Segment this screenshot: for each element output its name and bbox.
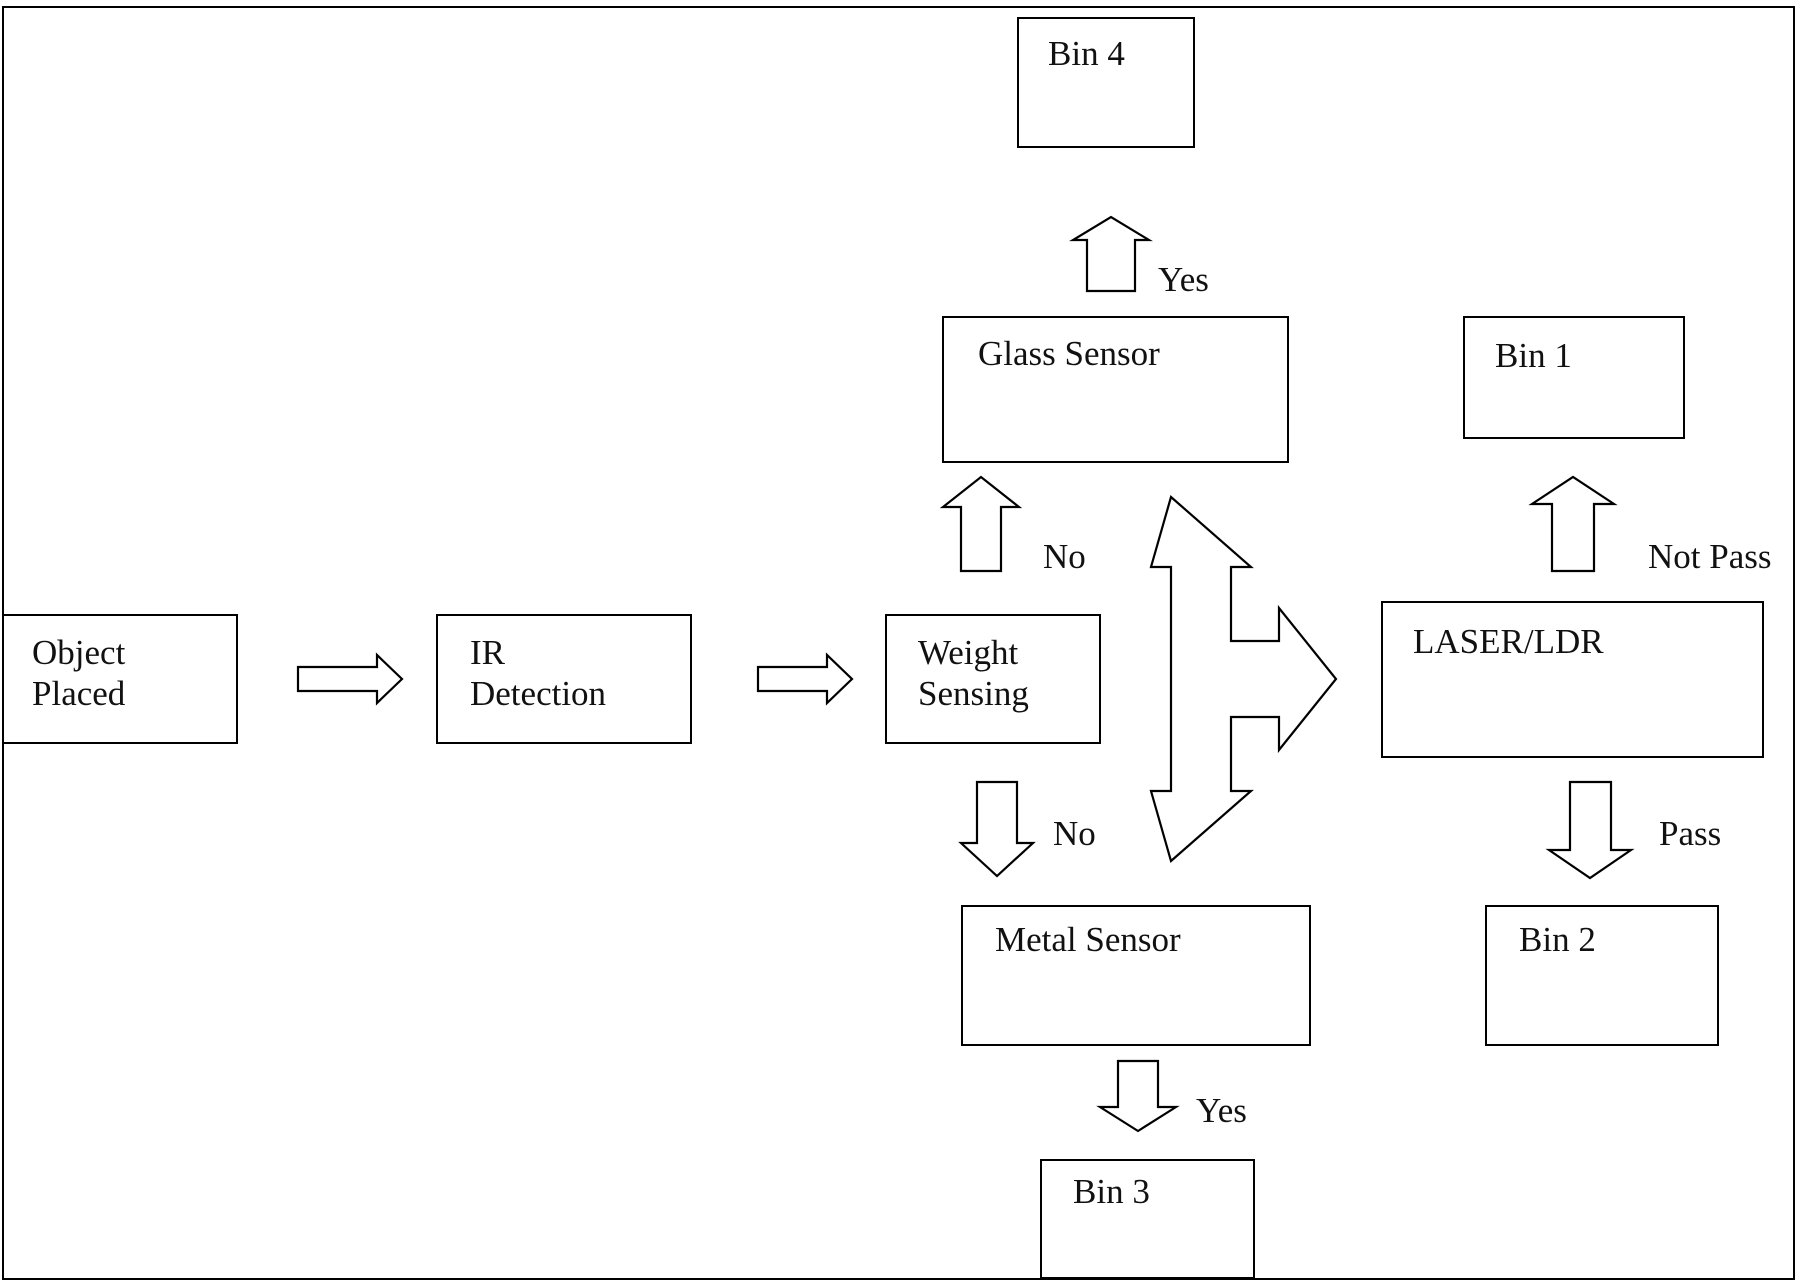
edge-label-weight-glass-no: No <box>1043 537 1086 576</box>
edge-label-weight-metal-no: No <box>1053 814 1096 853</box>
laser-ldr-label: LASER/LDR <box>1413 622 1604 661</box>
glass-sensor-label: Glass Sensor <box>978 334 1160 373</box>
arrow-hub-bidirectional <box>1149 495 1338 863</box>
arrow-weight-to-glass <box>939 475 1023 573</box>
laser-ldr-box: LASER/LDR <box>1381 601 1764 758</box>
metal-sensor-box: Metal Sensor <box>961 905 1311 1046</box>
bin2-label: Bin 2 <box>1519 920 1596 959</box>
bin3-label: Bin 3 <box>1073 1172 1150 1211</box>
edge-label-metal-yes: Yes <box>1196 1091 1247 1130</box>
bin1-box: Bin 1 <box>1463 316 1685 439</box>
arrow-metal-to-bin3 <box>1096 1059 1180 1133</box>
edge-label-pass: Pass <box>1659 814 1722 853</box>
glass-sensor-box: Glass Sensor <box>942 316 1289 463</box>
arrow-weight-to-metal <box>958 780 1036 878</box>
arrow-ir-to-weight <box>756 652 854 706</box>
ir-detection-box: IR Detection <box>436 614 692 744</box>
edge-label-not-pass: Not Pass <box>1648 537 1772 576</box>
bin2-box: Bin 2 <box>1485 905 1719 1046</box>
bin3-box: Bin 3 <box>1040 1159 1255 1279</box>
arrow-laser-to-bin2 <box>1545 780 1635 880</box>
bin4-label: Bin 4 <box>1048 34 1125 73</box>
edge-label-glass-yes: Yes <box>1158 260 1209 299</box>
arrow-laser-to-bin1 <box>1528 475 1618 573</box>
object-placed-box: Object Placed <box>2 614 238 744</box>
bin1-label: Bin 1 <box>1495 336 1572 375</box>
bin4-box: Bin 4 <box>1017 17 1195 148</box>
arrow-glass-to-bin4 <box>1069 215 1153 293</box>
ir-detection-label: IR Detection <box>470 633 607 713</box>
weight-sensing-box: Weight Sensing <box>885 614 1101 744</box>
metal-sensor-label: Metal Sensor <box>995 920 1181 959</box>
arrow-object-to-ir <box>296 652 404 706</box>
weight-sensing-label: Weight Sensing <box>918 633 1029 713</box>
object-placed-label: Object Placed <box>32 633 126 713</box>
